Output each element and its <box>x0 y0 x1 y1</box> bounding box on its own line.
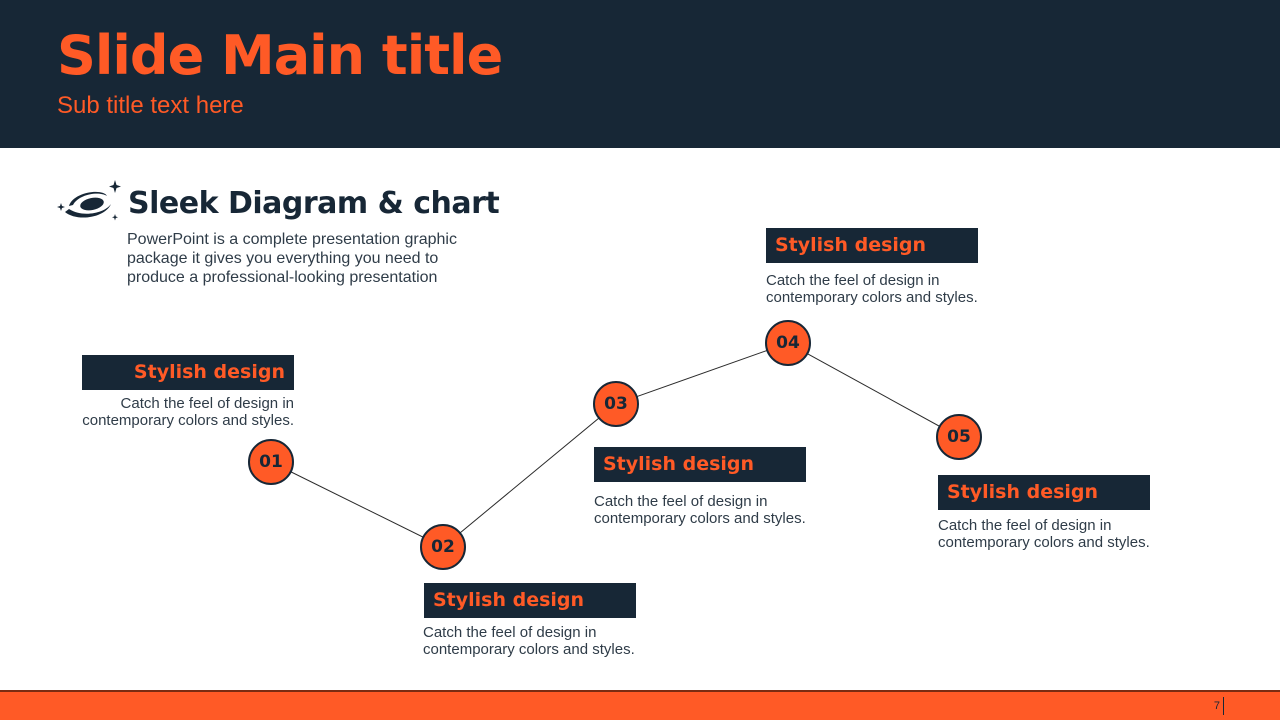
step-02-text: Catch the feel of design in contemporary… <box>423 624 635 658</box>
step-04-text: Catch the feel of design in contemporary… <box>766 272 978 306</box>
step-node-04: 04 <box>765 320 811 366</box>
step-node-03: 03 <box>593 381 639 427</box>
step-01-title: Stylish design <box>82 355 294 390</box>
page-number: 7 <box>1200 697 1224 715</box>
header-bar: Slide Main title Sub title text here <box>0 0 1280 148</box>
step-04-title: Stylish design <box>766 228 978 263</box>
step-node-01: 01 <box>248 439 294 485</box>
step-02-title: Stylish design <box>424 583 636 618</box>
step-01-text: Catch the feel of design in contemporary… <box>82 395 294 429</box>
step-03-title: Stylish design <box>594 447 806 482</box>
swoosh-star-icon <box>57 180 121 221</box>
step-node-02: 02 <box>420 524 466 570</box>
step-05-text: Catch the feel of design in contemporary… <box>938 517 1150 551</box>
section-title: Sleek Diagram & chart <box>128 186 500 221</box>
section-description: PowerPoint is a complete presentation gr… <box>127 231 457 286</box>
footer-bar <box>0 690 1280 720</box>
step-03-text: Catch the feel of design in contemporary… <box>594 493 806 527</box>
slide-subtitle: Sub title text here <box>57 92 244 119</box>
slide-title: Slide Main title <box>57 24 503 87</box>
step-node-05: 05 <box>936 414 982 460</box>
step-05-title: Stylish design <box>938 475 1150 510</box>
